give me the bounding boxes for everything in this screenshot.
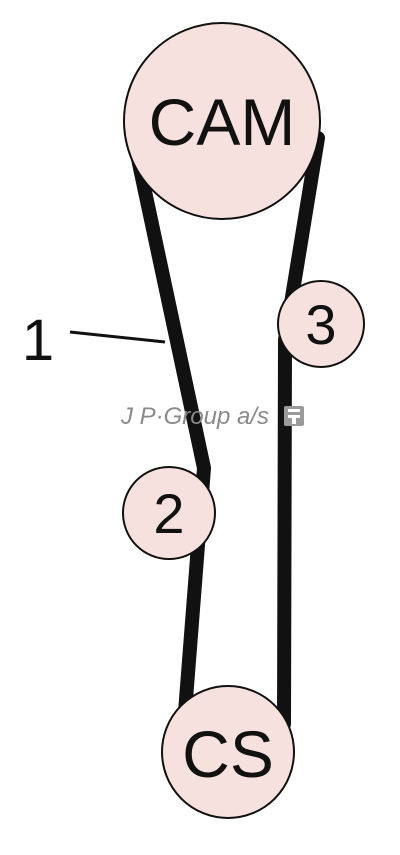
watermark: J P·Group a/s [120,403,304,430]
belt-callout: 1 [22,308,166,373]
watermark-logo-icon [284,406,304,426]
idler-pulley-2-circle [122,466,216,560]
idler-pulley-2: 2 [122,466,216,560]
watermark-text: J P·Group a/s [120,403,269,430]
tensioner-pulley-3-circle [277,280,365,368]
cam-pulley-circle [123,22,321,220]
idler-pulley-2-label: 2 [153,482,184,545]
crankshaft-pulley-circle [161,685,295,819]
belt-callout-label: 1 [22,308,54,373]
crankshaft-pulley: CS [161,685,295,819]
tensioner-pulley-3-label: 3 [305,293,336,356]
cam-pulley-label: CAM [149,85,296,159]
belt-callout-leader-line [69,330,166,344]
cam-pulley: CAM [123,22,321,220]
tensioner-pulley-3: 3 [277,280,365,368]
crankshaft-pulley-label: CS [182,717,274,791]
timing-belt [127,131,325,732]
